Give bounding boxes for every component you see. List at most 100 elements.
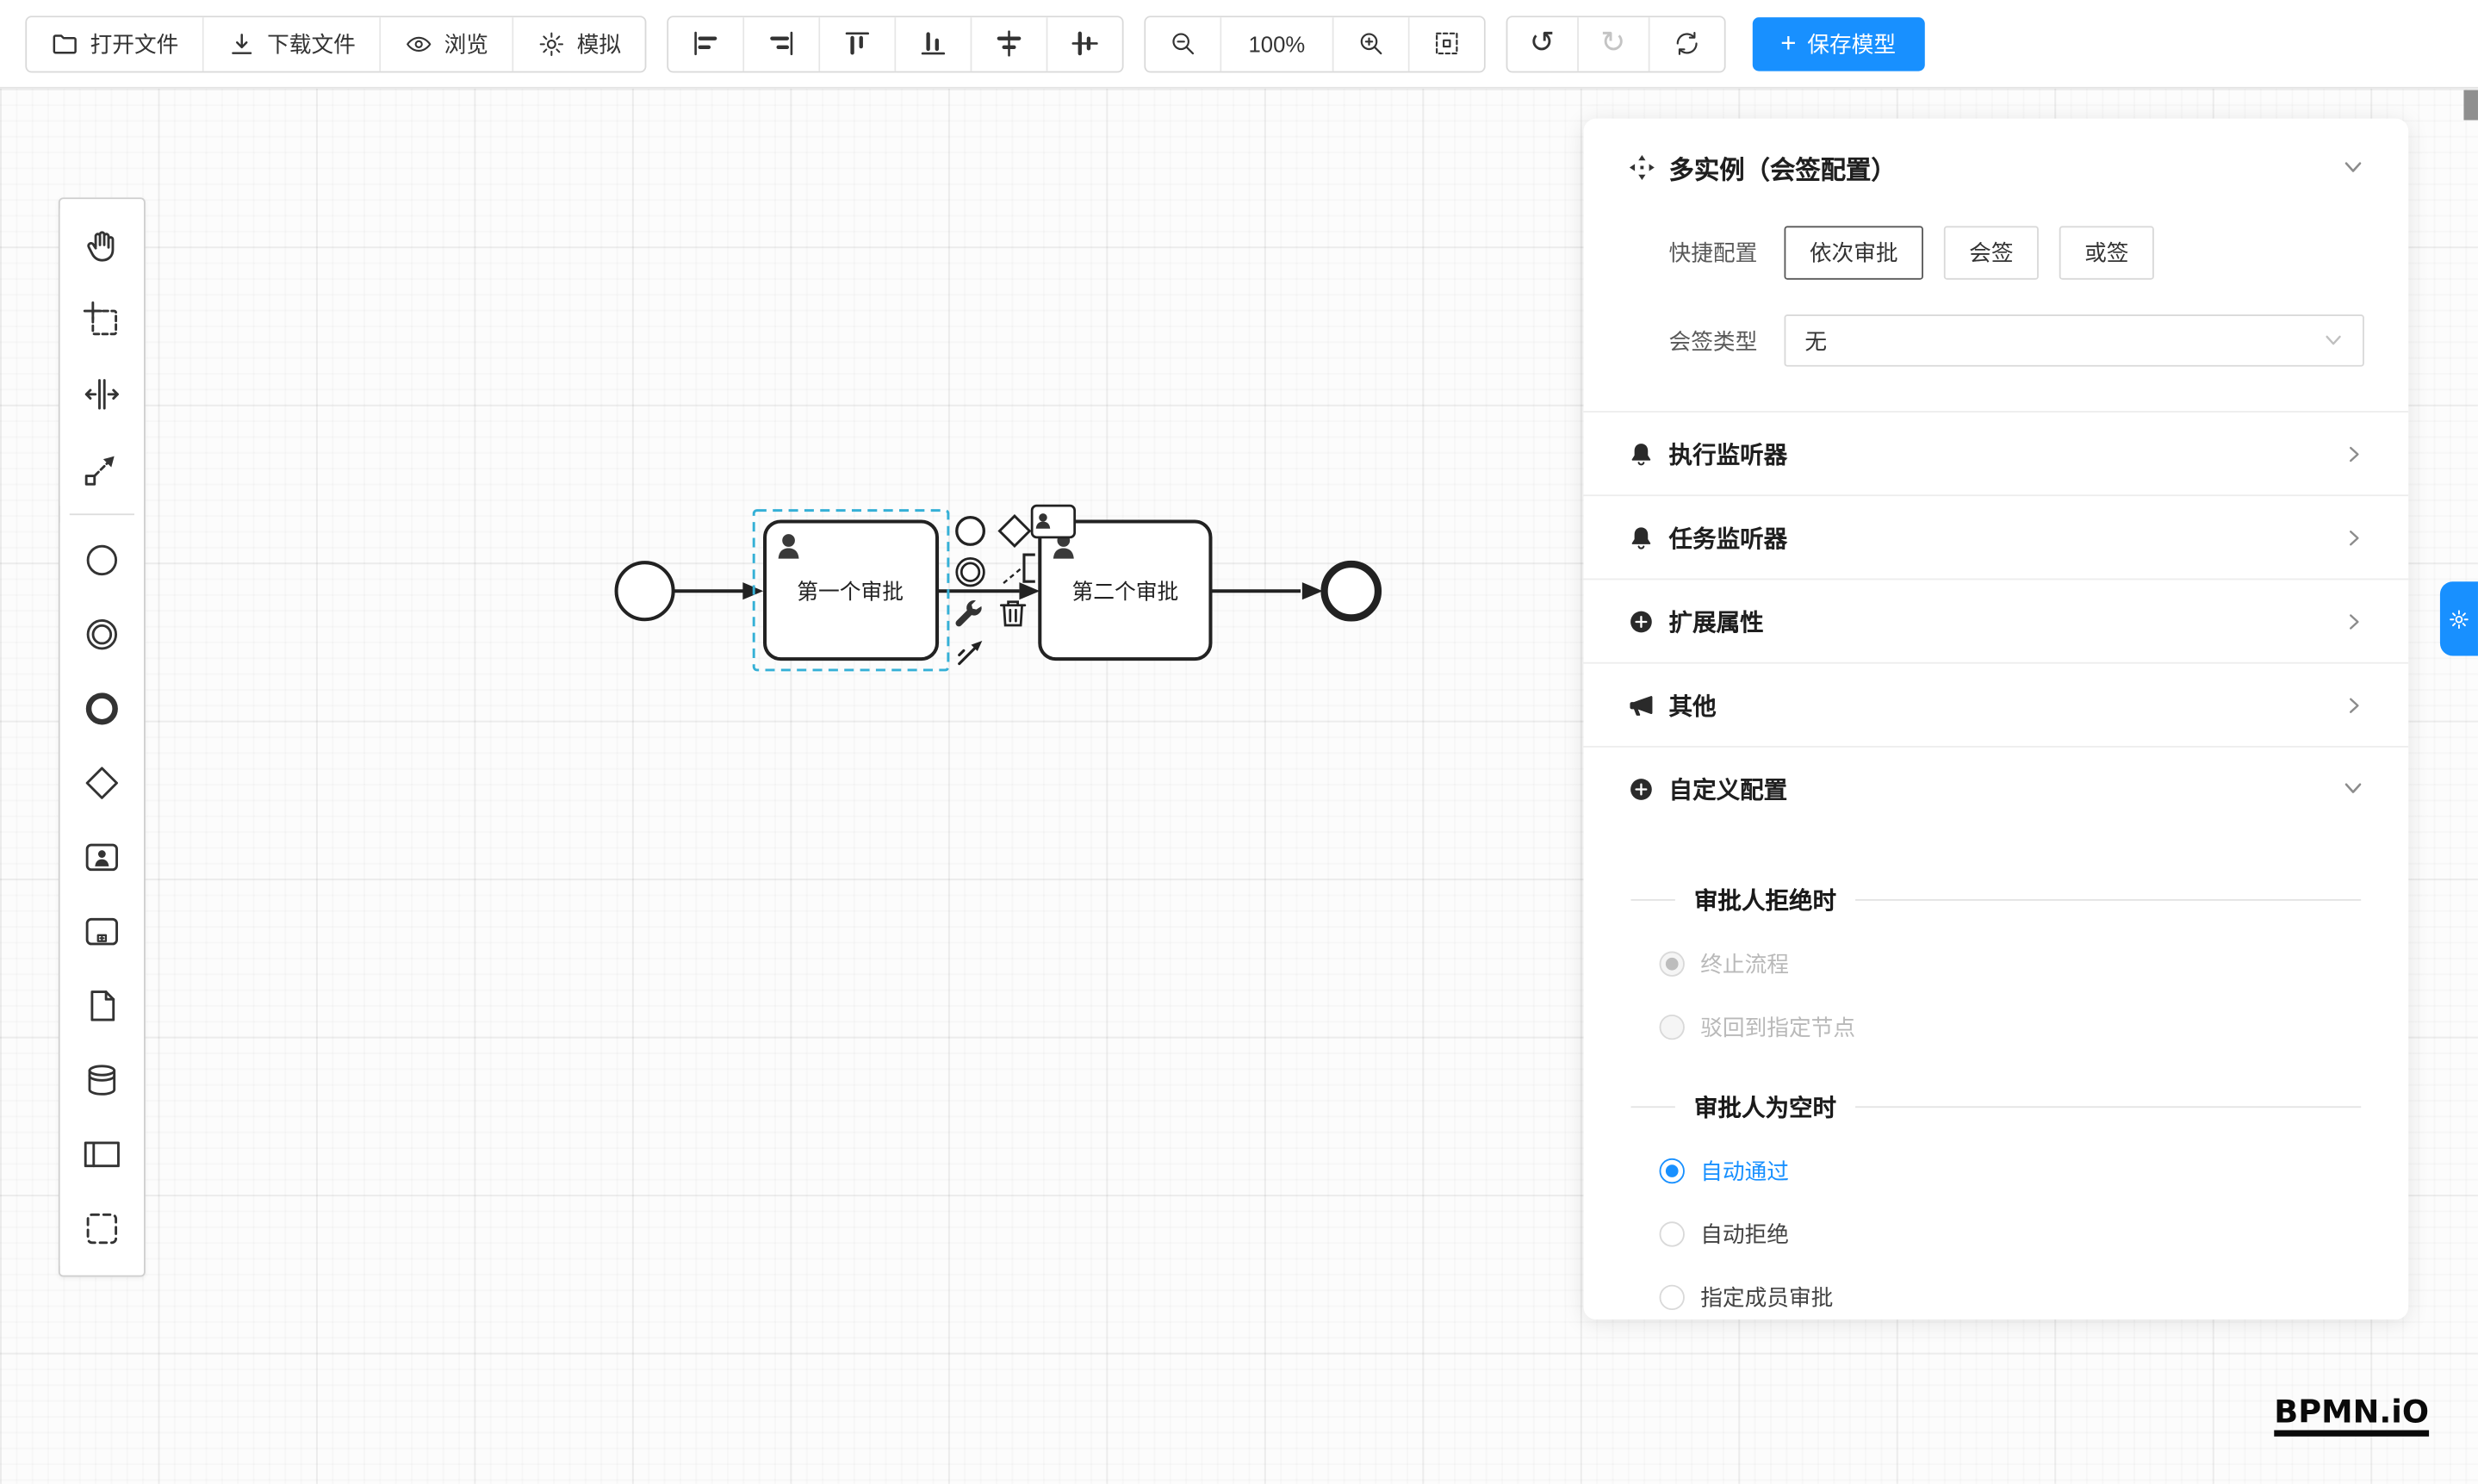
task-first-approval[interactable]: 第一个审批: [763, 519, 940, 661]
data-object-icon: [90, 990, 115, 1021]
plus-circle-icon: [1630, 778, 1652, 799]
palette-create-intermediate-event[interactable]: [59, 597, 144, 672]
palette-hand-tool[interactable]: [59, 208, 144, 283]
sign-type-label: 会签类型: [1668, 327, 1758, 354]
radio-auto-reject[interactable]: 自动拒绝: [1659, 1219, 2409, 1251]
lasso-icon: [83, 301, 118, 336]
plus-circle-icon: [1630, 610, 1652, 632]
contextpad-trash[interactable]: [999, 600, 1027, 627]
palette: [58, 197, 146, 1277]
align-center-horizontal-button[interactable]: [972, 16, 1048, 71]
save-model-label: 保存模型: [1807, 30, 1897, 57]
quick-option-sequential[interactable]: 依次审批: [1784, 226, 1923, 280]
sign-type-select[interactable]: 无: [1784, 314, 2364, 367]
download-file-button[interactable]: 下载文件: [203, 16, 382, 71]
section-label: 执行监听器: [1668, 441, 1788, 469]
palette-create-group[interactable]: [59, 1191, 144, 1266]
radio-icon: [1659, 1221, 1685, 1247]
align-center-vertical-button[interactable]: [1047, 16, 1122, 71]
chevron-down-icon: [2326, 335, 2341, 345]
section-other[interactable]: 其他: [1583, 661, 2409, 746]
sequence-flow-2[interactable]: [937, 582, 1040, 600]
refresh-icon: [1676, 32, 1698, 55]
align-left-button[interactable]: [668, 16, 745, 71]
palette-create-end-event[interactable]: [59, 671, 144, 747]
simulate-button[interactable]: 模拟: [513, 16, 645, 71]
panel-sections: 执行监听器 任务监听器 扩展属性 其他 自定义配置: [1583, 411, 2409, 829]
section-custom-config[interactable]: 自定义配置: [1583, 746, 2409, 829]
contextpad-wrench[interactable]: [955, 599, 982, 627]
contextpad-append-intermediate-event[interactable]: [955, 557, 985, 587]
quick-option-countersign[interactable]: 会签: [1943, 226, 2039, 280]
radio-label: 终止流程: [1700, 951, 1789, 977]
toolbar: 打开文件 下载文件 浏览 模拟: [0, 0, 2478, 89]
radio-assign-member[interactable]: 指定成员审批: [1659, 1282, 2409, 1313]
palette-create-gateway[interactable]: [59, 746, 144, 821]
undo-icon: ↺: [1529, 27, 1555, 60]
section-execution-listener[interactable]: 执行监听器: [1583, 411, 2409, 494]
contextpad-append-end-event[interactable]: [955, 516, 985, 546]
zoom-in-button[interactable]: [1333, 16, 1410, 71]
radio-auto-pass[interactable]: 自动通过: [1659, 1155, 2409, 1187]
task-second-approval[interactable]: 第二个审批: [1038, 519, 1213, 661]
gear-icon: [2450, 609, 2469, 629]
section-extended-properties[interactable]: 扩展属性: [1583, 578, 2409, 662]
palette-create-participant[interactable]: [59, 1117, 144, 1192]
browse-button[interactable]: 浏览: [381, 16, 514, 71]
zoom-out-button[interactable]: [1146, 16, 1222, 71]
fit-viewport-icon: [1435, 32, 1458, 55]
scrollbar-thumb[interactable]: [2463, 90, 2478, 121]
end-event[interactable]: [1320, 560, 1382, 622]
quick-config-row: 快捷配置 依次审批 会签 或签: [1583, 226, 2408, 280]
empty-section-title: 审批人为空时: [1693, 1095, 1837, 1122]
zoom-out-icon: [1172, 33, 1195, 55]
save-model-button[interactable]: + 保存模型: [1752, 16, 1925, 71]
section-label: 自定义配置: [1668, 776, 1788, 804]
redo-button[interactable]: ↻: [1578, 16, 1649, 71]
contextpad-connect-tool[interactable]: [958, 641, 983, 666]
task-label: 第二个审批: [1072, 580, 1179, 604]
radio-terminate-process[interactable]: 终止流程: [1659, 948, 2409, 980]
palette-create-subprocess[interactable]: [59, 894, 144, 969]
contextpad-append-task[interactable]: [1030, 504, 1077, 539]
refresh-button[interactable]: [1649, 16, 1724, 71]
user-task-icon: [778, 534, 799, 559]
undo-button[interactable]: ↺: [1507, 16, 1579, 71]
section-task-listener[interactable]: 任务监听器: [1583, 494, 2409, 578]
contextpad-append-gateway[interactable]: [997, 513, 1032, 548]
start-event[interactable]: [614, 561, 675, 622]
open-file-button[interactable]: 打开文件: [27, 16, 204, 71]
section-label: 扩展属性: [1668, 609, 1764, 636]
selection-outline: [752, 509, 950, 672]
file-button-group: 打开文件 下载文件 浏览 模拟: [25, 15, 647, 72]
palette-create-data-store[interactable]: [59, 1042, 144, 1118]
palette-global-connect-tool[interactable]: [59, 431, 144, 506]
radio-return-to-node[interactable]: 驳回到指定节点: [1659, 1011, 2409, 1043]
contextpad-append-text-annotation[interactable]: [1003, 553, 1035, 584]
multi-instance-icon: [1629, 155, 1655, 180]
palette-create-start-event[interactable]: [59, 523, 144, 598]
properties-panel: 多实例（会签配置） 快捷配置 依次审批 会签 或签 会签类型 无 执行监听器: [1583, 118, 2409, 1320]
multi-instance-header[interactable]: 多实例（会签配置）: [1583, 128, 2408, 208]
sequence-flow-3[interactable]: [1210, 582, 1323, 600]
align-right-button[interactable]: [744, 16, 821, 71]
palette-create-user-task[interactable]: [59, 820, 144, 895]
align-top-button[interactable]: [820, 16, 897, 71]
palette-space-tool[interactable]: [59, 357, 144, 432]
task-label: 第一个审批: [797, 580, 904, 604]
palette-create-data-object[interactable]: [59, 968, 144, 1043]
group-icon: [86, 1213, 118, 1245]
zoom-button-group: 100%: [1144, 15, 1486, 72]
participant-pool-icon: [84, 1141, 120, 1168]
data-store-icon: [88, 1065, 116, 1096]
quick-option-orsign[interactable]: 或签: [2059, 226, 2154, 280]
align-left-icon: [694, 31, 717, 56]
panel-toggle-button[interactable]: [2439, 581, 2478, 656]
reject-section-divider: 审批人拒绝时: [1583, 884, 2408, 917]
sequence-flow-1[interactable]: [673, 582, 764, 600]
palette-lasso-tool[interactable]: [59, 283, 144, 357]
chevron-down-icon: [2344, 783, 2362, 793]
align-bottom-button[interactable]: [896, 16, 972, 71]
fit-viewport-button[interactable]: [1409, 16, 1484, 71]
